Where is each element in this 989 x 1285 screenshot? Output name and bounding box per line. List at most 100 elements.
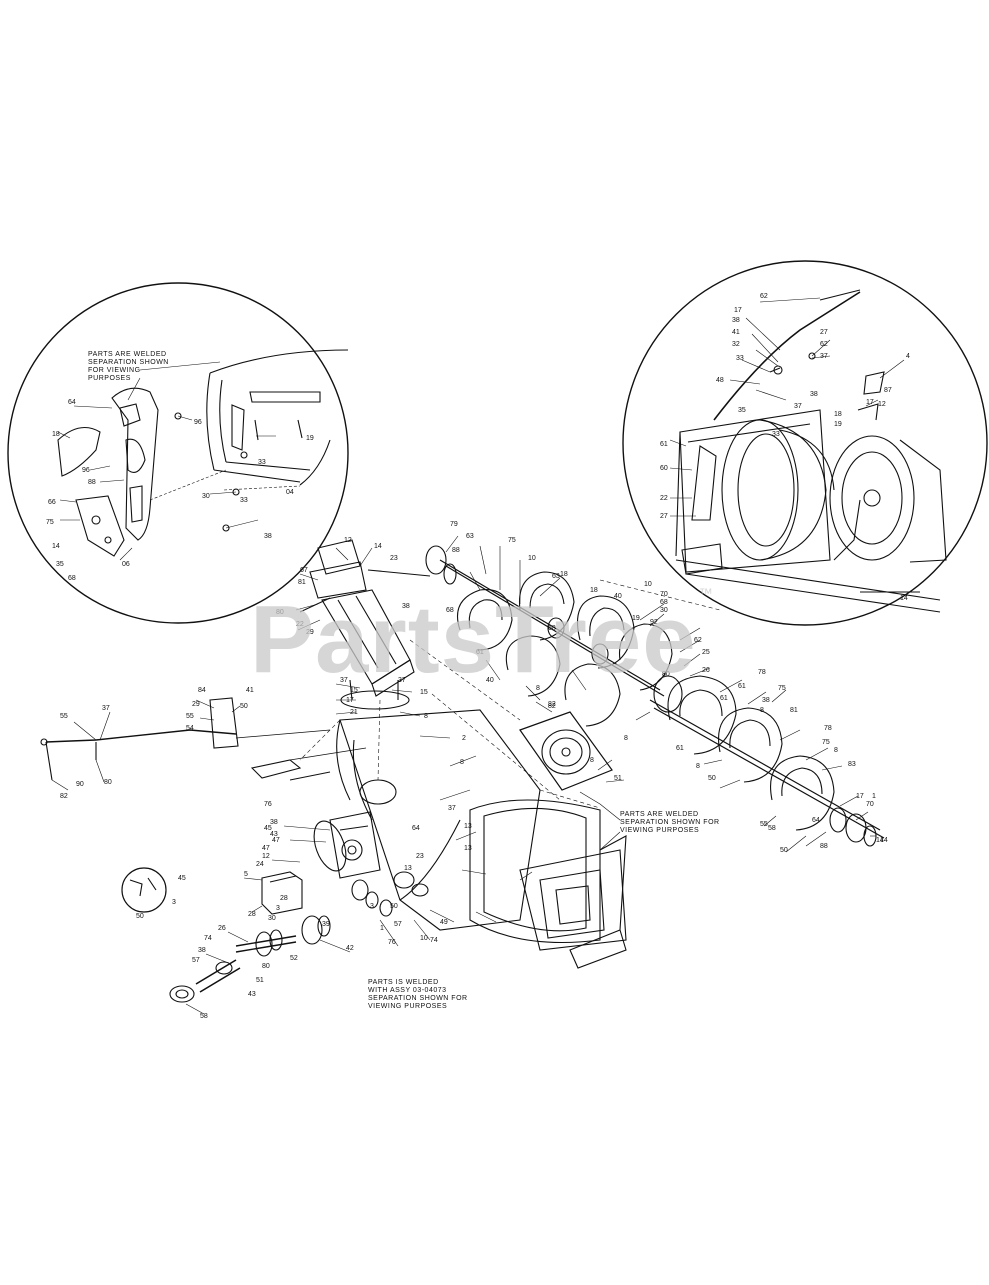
callout: 10 xyxy=(528,555,536,562)
callout: 80 xyxy=(104,779,112,786)
left-inset-note: PARTS ARE WELDED SEPARATION SHOWN FOR VI… xyxy=(88,351,169,382)
callout: 28 xyxy=(248,911,256,918)
callout: 10 xyxy=(644,581,652,588)
callout: 40 xyxy=(614,593,622,600)
callout: 27 xyxy=(820,329,828,336)
callout: 30 xyxy=(202,493,210,500)
callout: 30 xyxy=(268,915,276,922)
callout: 19 xyxy=(632,615,640,622)
callout: 14 xyxy=(876,837,884,844)
callout: 55 xyxy=(60,713,68,720)
callout: 8 xyxy=(834,747,838,754)
callout: 18 xyxy=(590,587,598,594)
callout: 43 xyxy=(248,991,256,998)
left-inset-note-line-3: FOR VIEWING xyxy=(88,367,141,374)
main-right-note-line-2: SEPARATION SHOWN FOR xyxy=(620,819,720,826)
callout: 26 xyxy=(702,667,710,674)
main-right-note: PARTS ARE WELDED SEPARATION SHOWN FOR VI… xyxy=(620,811,720,834)
callout: 88 xyxy=(452,547,460,554)
callout: 13 xyxy=(464,845,472,852)
callout: 63 xyxy=(552,573,560,580)
callout: 80 xyxy=(262,963,270,970)
callout: 1 xyxy=(380,925,384,932)
left-inset-note-line-4: PURPOSES xyxy=(88,375,131,382)
right-detail-inset xyxy=(622,260,988,626)
main-right-note-line-3: VIEWING PURPOSES xyxy=(620,827,699,834)
callout: 8 xyxy=(624,735,628,742)
callout: 75 xyxy=(46,519,54,526)
callout: 37 xyxy=(102,705,110,712)
callout: 55 xyxy=(186,713,194,720)
callout: 21 xyxy=(350,709,358,716)
callout: 3 xyxy=(172,899,176,906)
callout: 76 xyxy=(388,939,396,946)
callout: 57 xyxy=(394,921,402,928)
main-bottom-note-line-2: WITH ASSY 03-04073 xyxy=(368,987,447,994)
callout: 06 xyxy=(122,561,130,568)
callout: 61 xyxy=(476,649,484,656)
callout: 14 xyxy=(900,595,908,602)
callout: 26 xyxy=(218,925,226,932)
callout: 43 xyxy=(270,831,278,838)
callout: 8 xyxy=(590,757,594,764)
callout: 38 xyxy=(264,533,272,540)
callout: 76 xyxy=(264,801,272,808)
callout: 17 xyxy=(346,697,354,704)
callout: 81 xyxy=(298,579,306,586)
callouts-right-main: 78 82 61 8 38 75 81 78 75 8 83 17 70 14 … xyxy=(548,591,888,854)
main-bottom-note-line-4: VIEWING PURPOSES xyxy=(368,1003,447,1010)
callout: 3 xyxy=(276,905,280,912)
callout: 92 xyxy=(650,619,658,626)
callout: 50 xyxy=(136,913,144,920)
callout: 8 xyxy=(424,713,428,720)
callout: 83 xyxy=(848,761,856,768)
callout: 29 xyxy=(192,701,200,708)
left-inset-note-line-2: SEPARATION SHOWN xyxy=(88,359,169,366)
callout: 61 xyxy=(738,683,746,690)
callout: 39 xyxy=(322,921,330,928)
callouts-right-inset: 62 17 38 41 32 33 48 27 62 37 35 61 60 2… xyxy=(660,293,910,602)
callout: 74 xyxy=(430,937,438,944)
upper-auger-flights xyxy=(425,545,673,727)
callout: 52 xyxy=(290,955,298,962)
callout: 78 xyxy=(758,669,766,676)
callout: 2 xyxy=(462,735,466,742)
callout: 45 xyxy=(264,825,272,832)
callout: 18 xyxy=(834,411,842,418)
main-right-note-line-1: PARTS ARE WELDED xyxy=(620,811,699,818)
callout: 75 xyxy=(822,739,830,746)
lower-auger-flights xyxy=(649,675,885,847)
callout: 50 xyxy=(240,703,248,710)
callout: 37 xyxy=(398,677,406,684)
callout: 64 xyxy=(412,825,420,832)
callout: 62 xyxy=(820,341,828,348)
callouts-center-main: 45 38 47 43 47 12 24 5 76 45 28 50 3 3 3… xyxy=(136,759,472,1020)
callout: 50 xyxy=(390,903,398,910)
callout: 37 xyxy=(340,677,348,684)
callout: 17 xyxy=(866,399,874,406)
trademark-symbol: ™ xyxy=(698,585,714,601)
callout: 18 xyxy=(52,431,60,438)
callout: 82 xyxy=(548,701,556,708)
main-bottom-note-line-1: PARTS IS WELDED xyxy=(368,979,439,986)
callout: 61 xyxy=(720,695,728,702)
callout: 37 xyxy=(448,805,456,812)
callout: 74 xyxy=(204,935,212,942)
callout: 66 xyxy=(48,499,56,506)
callout: 96 xyxy=(194,419,202,426)
callout: 3 xyxy=(370,903,374,910)
callout: 51 xyxy=(614,775,622,782)
callout: 82 xyxy=(60,793,68,800)
main-bottom-note-line-3: SEPARATION SHOWN FOR xyxy=(368,995,468,1002)
callout: 37 xyxy=(820,353,828,360)
callout: 24 xyxy=(256,861,264,868)
callout: 61 xyxy=(676,745,684,752)
callout: 14 xyxy=(374,543,382,550)
callout: 75 xyxy=(508,537,516,544)
callout: 33 xyxy=(240,497,248,504)
callout: 61 xyxy=(660,441,668,448)
callout: 49 xyxy=(440,919,448,926)
callout: 18 xyxy=(560,571,568,578)
callout: 42 xyxy=(346,945,354,952)
callout: 50 xyxy=(780,847,788,854)
